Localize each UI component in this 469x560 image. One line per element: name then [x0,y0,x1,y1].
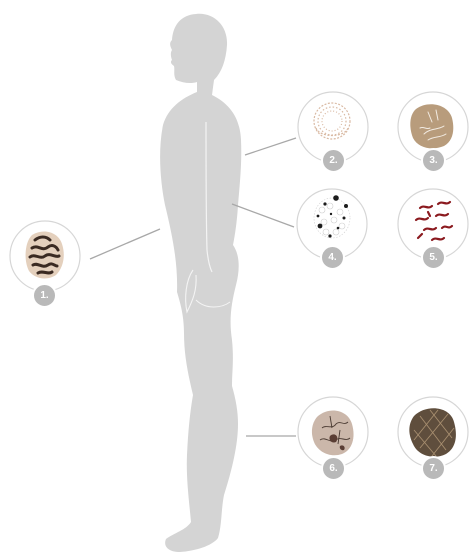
connector-1 [90,229,160,259]
marker-badge-3: 3. [421,148,446,173]
human-figure-silhouette [160,14,241,552]
marker-badge-6: 6. [321,456,346,481]
connector-2 [245,138,296,155]
tan-plaque-lesion-icon [410,104,453,148]
marker-badge-4: 4. [320,245,345,270]
body-outline [160,14,241,552]
marker-badge-5: 5. [421,245,446,270]
connector-4 [232,204,294,227]
marker-badge-2: 2. [321,148,346,173]
marker-badge-7: 7. [421,456,446,481]
marker-badge-1: 1. [32,283,57,308]
brain-coral-lesion-icon [26,232,64,279]
